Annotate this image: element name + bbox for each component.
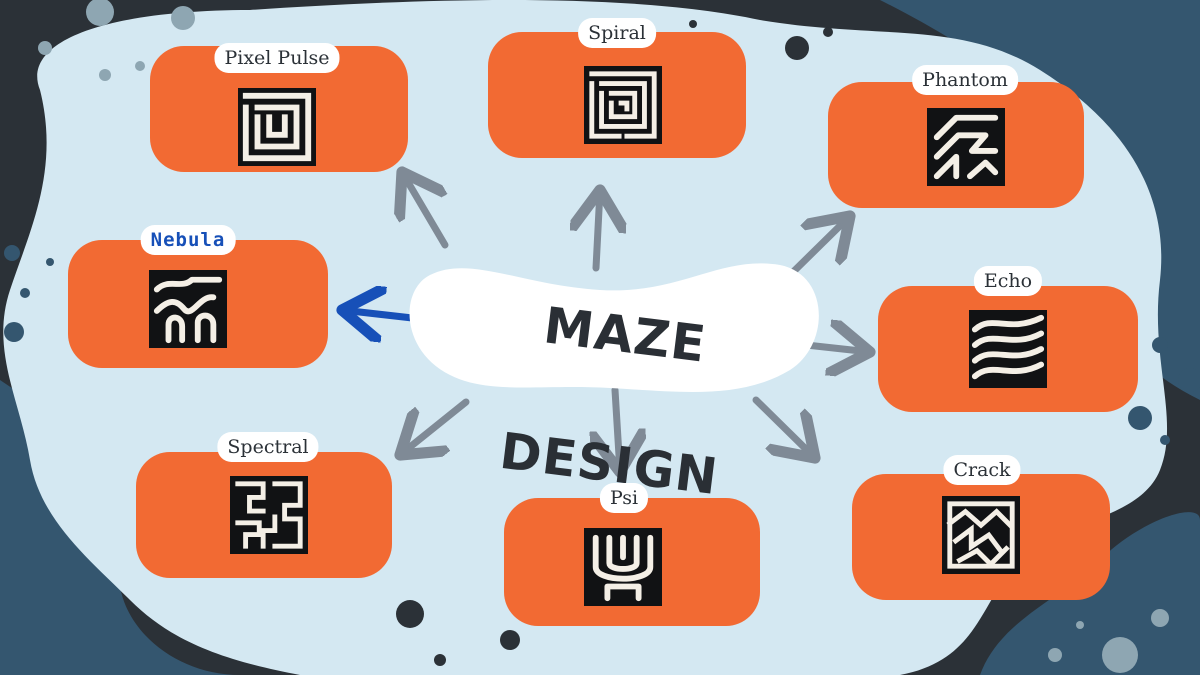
node-label-nebula: Nebula — [140, 225, 236, 255]
node-label-spectral: Spectral — [217, 432, 319, 462]
maze-icon-psi — [584, 528, 662, 606]
maze-icon-crack — [942, 496, 1020, 574]
maze-icon-echo — [969, 310, 1047, 388]
node-label-phantom: Phantom — [912, 65, 1018, 95]
edge-arrow-pixel-pulse — [402, 172, 449, 249]
maze-icon-nebula — [149, 270, 227, 348]
node-label-psi: Psi — [599, 483, 649, 513]
edge-arrow-spectral — [400, 398, 470, 455]
maze-icon-pixel-pulse — [238, 88, 316, 166]
edge-arrow-spiral — [596, 190, 600, 272]
edge-arrow-crack — [752, 396, 815, 458]
edge-arrow-psi — [615, 386, 620, 472]
node-label-spiral: Spiral — [578, 18, 656, 48]
maze-icon-spectral — [230, 476, 308, 554]
node-label-crack: Crack — [943, 455, 1021, 485]
edge-arrow-phantom — [786, 216, 850, 279]
node-label-echo: Echo — [973, 266, 1043, 296]
maze-icon-phantom — [927, 108, 1005, 186]
maze-icon-spiral — [584, 66, 662, 144]
node-label-pixel-pulse: Pixel Pulse — [214, 43, 340, 73]
